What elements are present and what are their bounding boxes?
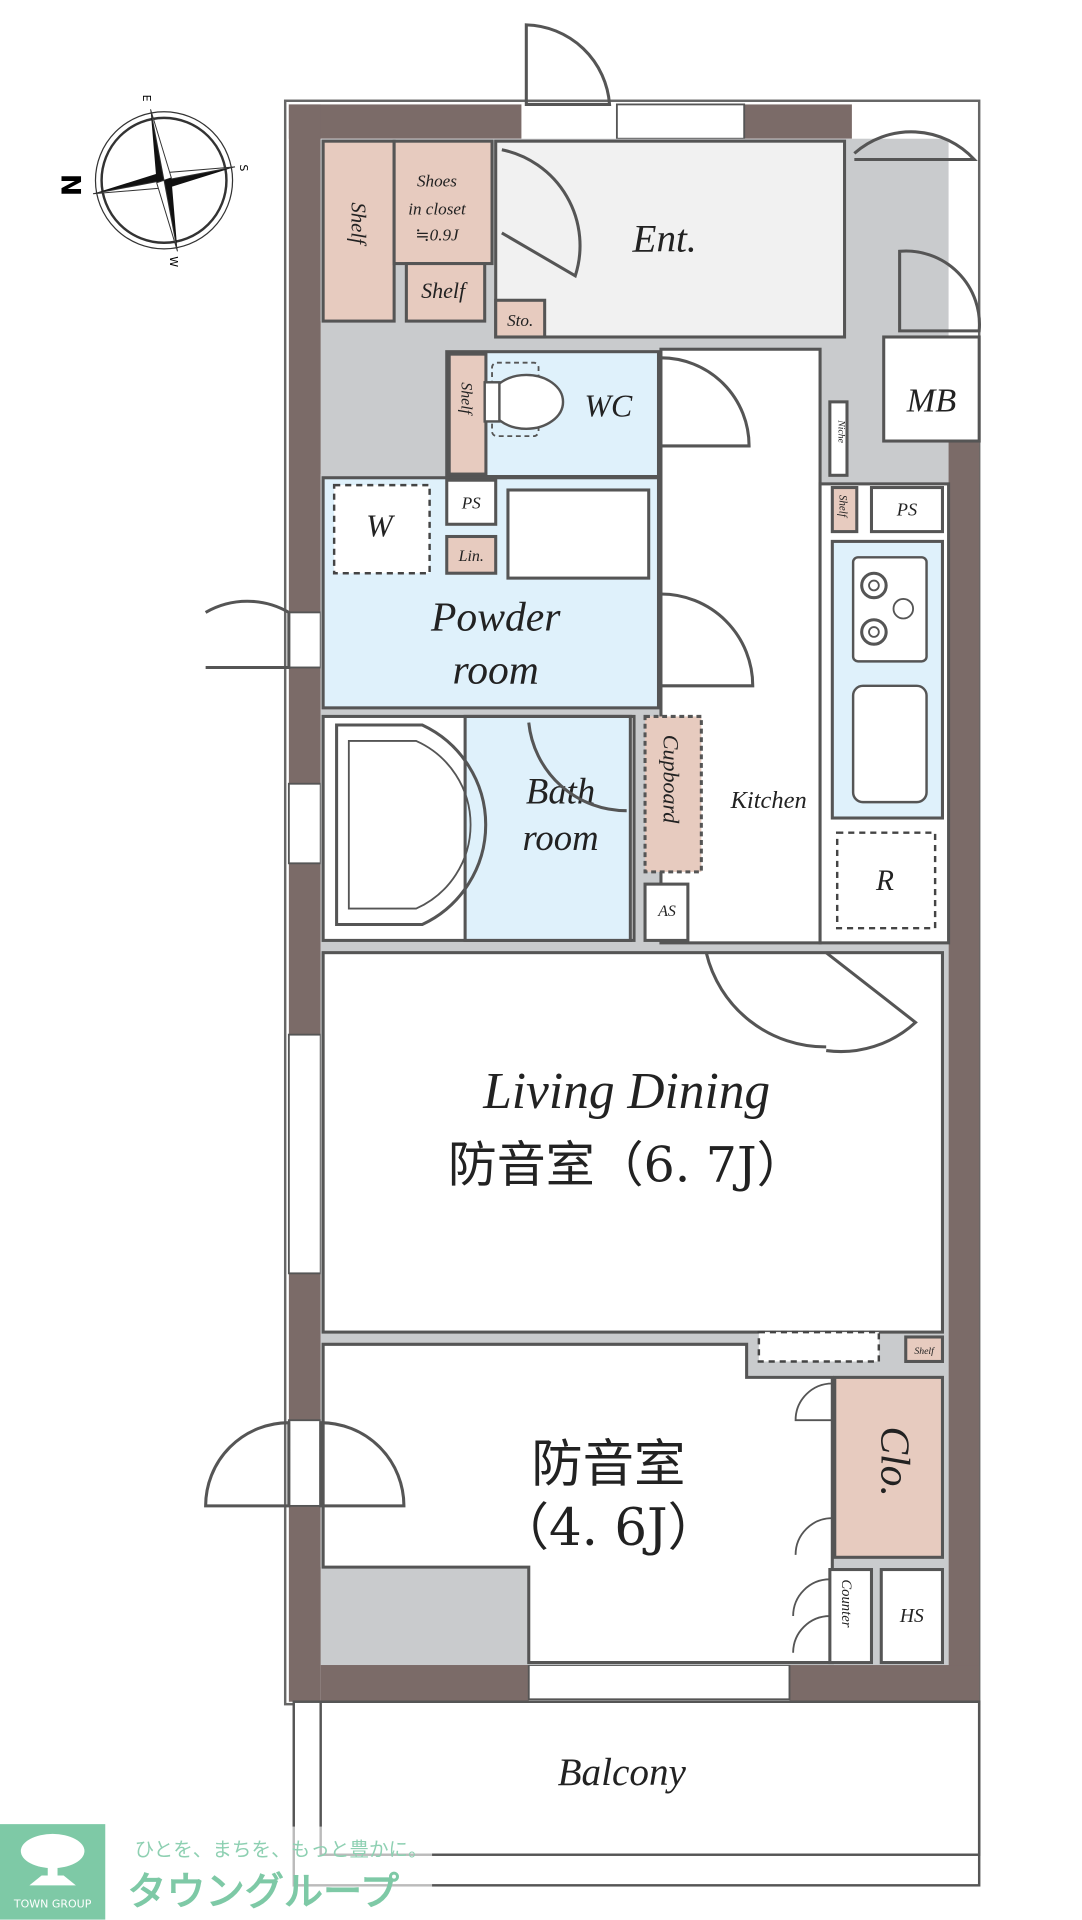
wc-door[interactable] xyxy=(660,356,751,448)
window-door[interactable] xyxy=(204,599,291,669)
linen-closet xyxy=(445,534,498,575)
kitchen-shelf xyxy=(830,486,859,534)
bedroom-window-door[interactable] xyxy=(204,1421,406,1508)
storage-label: Sto. xyxy=(507,311,533,330)
front-door[interactable] xyxy=(524,23,612,106)
ps-powder-label: PS xyxy=(461,493,481,512)
kitchen-shelf-label: Shelf xyxy=(837,495,849,519)
stove-icon xyxy=(851,556,928,663)
north-label: N xyxy=(57,174,88,197)
linen-label: Lin. xyxy=(458,548,484,565)
meter-box xyxy=(882,335,981,443)
mb-label: MB xyxy=(906,382,957,420)
shoes-closet-size: ≒0.9J xyxy=(415,225,460,244)
as-label: AS xyxy=(657,903,676,920)
logo-brand-en: TOWN GROUP xyxy=(13,1897,92,1910)
closet xyxy=(833,1375,944,1559)
bath-door[interactable] xyxy=(527,722,627,813)
wc-shelf xyxy=(447,352,488,476)
ps-powder xyxy=(445,478,498,526)
shoes-closet-label-2: in closet xyxy=(408,200,467,219)
as-box xyxy=(643,882,690,942)
vanity xyxy=(506,488,651,580)
living-shelf-label: Shelf xyxy=(914,1346,935,1357)
living-dining-size: 防音室（6. 7J） xyxy=(448,1137,806,1194)
sink-icon xyxy=(851,684,928,804)
shoes-closet xyxy=(392,139,494,266)
storage xyxy=(494,298,547,339)
shelf-left xyxy=(321,139,396,323)
powder-room-label-2: room xyxy=(453,647,539,693)
kitchen-label: Kitchen xyxy=(730,787,807,814)
wc-shelf-label: Shelf xyxy=(457,382,474,416)
mb-door[interactable] xyxy=(898,249,981,333)
shelf-small-label: Shelf xyxy=(421,278,468,303)
bath-room-label-1: Bath xyxy=(526,770,595,811)
closet-label: Clo. xyxy=(871,1426,917,1497)
bedroom-label: 防音室 xyxy=(531,1434,685,1494)
logo-slogan: ひとを、まちを、もっと豊かに。 xyxy=(135,1838,428,1861)
niche xyxy=(828,400,849,477)
south-label: S xyxy=(237,164,250,171)
entrance-closet-door[interactable] xyxy=(501,148,582,279)
logo-brand-jp: タウングループ xyxy=(127,1870,400,1915)
balcony-label: Balcony xyxy=(558,1751,687,1794)
side-door[interactable] xyxy=(853,130,978,162)
ps-kitchen xyxy=(869,486,944,534)
entrance-label: Ent. xyxy=(632,217,697,260)
wc-label: WC xyxy=(584,389,633,424)
washer-space xyxy=(332,483,431,575)
refrigerator-label: R xyxy=(875,865,894,897)
west-label: W xyxy=(167,256,180,267)
hs xyxy=(879,1568,944,1665)
bathtub-icon xyxy=(335,723,488,927)
bath-room-label-2: room xyxy=(523,817,599,858)
shelf-small xyxy=(404,262,487,323)
refrigerator-space xyxy=(835,831,937,930)
closet-doors[interactable] xyxy=(794,1382,833,1555)
shelf-left-label: Shelf xyxy=(346,202,369,247)
compass-icon: N E S W xyxy=(57,95,250,268)
east-label: E xyxy=(140,95,153,102)
powder-room-door[interactable] xyxy=(660,592,755,688)
entrance-area xyxy=(494,139,847,339)
living-dining xyxy=(321,951,944,1334)
washer-label: W xyxy=(366,509,395,544)
powder-room-label-1: Powder xyxy=(430,595,561,641)
shoes-closet-label-1: Shoes xyxy=(417,171,457,190)
cupboard xyxy=(643,714,703,874)
living-shelf xyxy=(904,1335,944,1363)
niche-label: Niche xyxy=(835,419,846,443)
living-door-left[interactable] xyxy=(704,952,827,1049)
living-storage xyxy=(757,1330,881,1363)
living-door-right[interactable] xyxy=(825,951,918,1054)
counter xyxy=(828,1568,874,1665)
cupboard-label: Cupboard xyxy=(658,735,683,824)
living-dining-label: Living Dining xyxy=(482,1063,770,1120)
ps-kitchen-label: PS xyxy=(896,500,917,520)
town-group-logo: TOWN GROUP ひとを、まちを、もっと豊かに。 タウングループ xyxy=(0,1824,433,1920)
bedroom-size: （4. 6J） xyxy=(498,1498,719,1558)
toilet-icon xyxy=(483,361,565,438)
hs-label: HS xyxy=(899,1606,924,1627)
counter-label: Counter xyxy=(838,1579,854,1627)
counter-doors[interactable] xyxy=(792,1578,830,1653)
